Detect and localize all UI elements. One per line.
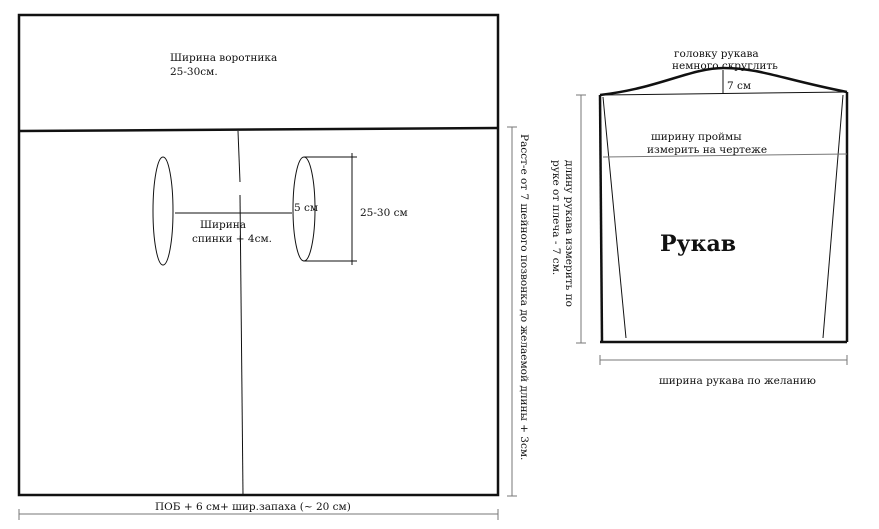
sleeve-pattern: головку рукава немного скруглить 7 см ши… bbox=[550, 48, 849, 387]
sleeve-title: Рукав bbox=[660, 231, 736, 257]
sleeve-length-note-line2: руке от плеча - 7 см. bbox=[550, 160, 562, 275]
sleeve-length-note-line1: длину рукава измерить по bbox=[563, 160, 575, 307]
sleeve-cap-curve bbox=[599, 66, 848, 97]
body-pattern: Ширина воротника 25-30см. Ширина спинки … bbox=[17, 13, 530, 520]
armhole-depth-label: 25-30 см bbox=[360, 207, 408, 219]
armhole-offset-label: 5 см bbox=[294, 202, 318, 214]
sleeve-top-line bbox=[599, 91, 848, 96]
armhole-width-line bbox=[602, 153, 848, 158]
cap-note-line1: головку рукава bbox=[674, 48, 759, 60]
collar-width-label: Ширина воротника bbox=[170, 52, 277, 64]
armhole-note-line2: измерить на чертеже bbox=[647, 144, 767, 156]
back-width-label: Ширина bbox=[200, 219, 246, 231]
collar-line bbox=[18, 126, 499, 133]
center-line-lower bbox=[239, 194, 244, 496]
bottom-width-label: ПОБ + 6 см+ шир.запаха (~ 20 см) bbox=[155, 501, 351, 513]
sleeve-right-taper bbox=[822, 94, 844, 339]
back-width-value: спинки + 4см. bbox=[192, 233, 272, 245]
armhole-note-line1: ширину проймы bbox=[651, 131, 742, 143]
cap-height-label: 7 см bbox=[727, 80, 751, 92]
length-label: Расст-е от 7 шейного позвонка до желаемо… bbox=[518, 134, 530, 460]
body-outline bbox=[17, 13, 500, 497]
collar-width-value: 25-30см. bbox=[170, 66, 218, 78]
center-line-upper bbox=[237, 130, 241, 183]
cap-note-line2: немного скруглить bbox=[672, 60, 778, 72]
sleeve-left-edge bbox=[598, 94, 604, 343]
sleeve-left-taper bbox=[602, 96, 627, 339]
left-armhole bbox=[152, 156, 174, 266]
sleeve-width-label: ширина рукава по желанию bbox=[659, 375, 816, 387]
